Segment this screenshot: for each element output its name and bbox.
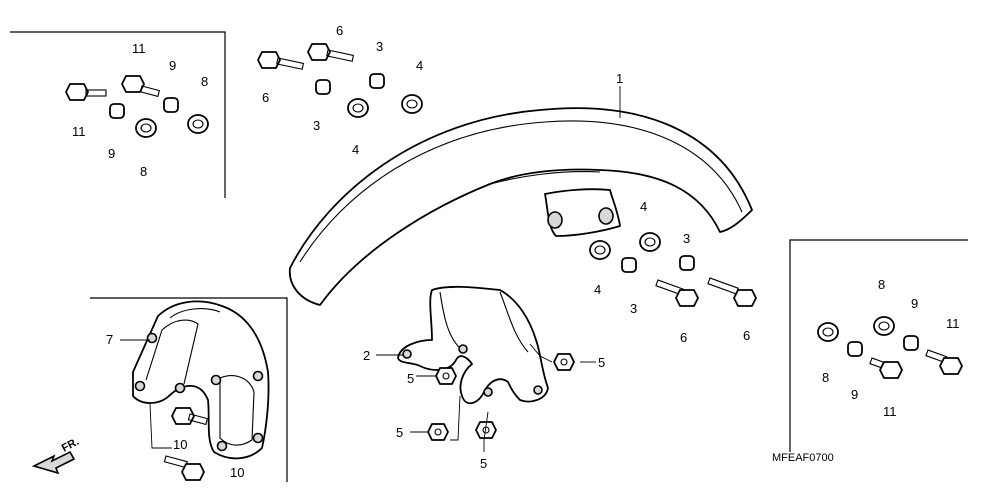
collar-part-9-inset-tl-b[interactable] bbox=[163, 97, 179, 113]
label-9: 9 bbox=[911, 296, 918, 311]
label-9: 9 bbox=[108, 146, 115, 161]
label-11: 11 bbox=[883, 404, 897, 419]
label-4: 4 bbox=[352, 142, 359, 157]
label-9: 9 bbox=[169, 58, 176, 73]
nut-part-5-a[interactable] bbox=[435, 367, 457, 385]
front-fender-part-1[interactable] bbox=[288, 107, 753, 306]
label-5: 5 bbox=[396, 425, 403, 440]
label-1: 1 bbox=[616, 71, 623, 86]
label-4: 4 bbox=[640, 199, 647, 214]
bolt-part-6-mid-a[interactable] bbox=[655, 279, 699, 307]
grommets-group bbox=[135, 94, 895, 342]
nut-part-5-b[interactable] bbox=[553, 353, 575, 371]
bolt-part-10-b[interactable] bbox=[163, 455, 205, 481]
diagram-code: MFEAF0700 bbox=[772, 452, 834, 464]
label-6: 6 bbox=[336, 23, 343, 38]
label-4: 4 bbox=[416, 58, 423, 73]
bolt-part-6-mid-b[interactable] bbox=[707, 277, 757, 307]
grommet-part-8-inset-r-a[interactable] bbox=[817, 322, 839, 342]
part-labels: 11 9 8 11 9 8 6 3 4 6 3 4 1 4 3 4 3 6 6 … bbox=[72, 23, 960, 480]
nuts-group bbox=[427, 353, 575, 441]
label-10: 10 bbox=[173, 437, 187, 452]
label-5: 5 bbox=[480, 456, 487, 471]
bolt-part-6-top-b[interactable] bbox=[307, 43, 355, 62]
bolts-group bbox=[65, 43, 963, 481]
collars-group bbox=[109, 73, 919, 357]
label-8: 8 bbox=[822, 370, 829, 385]
collar-part-3-top-a[interactable] bbox=[315, 79, 331, 95]
label-11: 11 bbox=[132, 41, 146, 56]
label-7: 7 bbox=[106, 332, 113, 347]
label-5: 5 bbox=[598, 355, 605, 370]
label-8: 8 bbox=[140, 164, 147, 179]
collar-part-9-inset-r-b[interactable] bbox=[903, 335, 919, 351]
label-5: 5 bbox=[407, 371, 414, 386]
inset-frame-top-left bbox=[10, 31, 226, 198]
bolt-part-11-inset-tl-b[interactable] bbox=[121, 75, 161, 98]
label-2: 2 bbox=[363, 348, 370, 363]
label-6: 6 bbox=[743, 328, 750, 343]
direction-label: FR. bbox=[60, 436, 81, 455]
bolt-part-10-a[interactable] bbox=[171, 407, 209, 426]
collar-part-9-inset-tl-a[interactable] bbox=[109, 103, 125, 119]
label-11: 11 bbox=[946, 316, 960, 331]
grommet-part-4-mid-b[interactable] bbox=[639, 232, 661, 252]
inset-frame-bottom-left bbox=[90, 297, 288, 482]
bolt-part-6-top-a[interactable] bbox=[257, 51, 305, 70]
grommet-part-8-inset-r-b[interactable] bbox=[873, 316, 895, 336]
label-6: 6 bbox=[262, 90, 269, 105]
fender-stay-part-2[interactable] bbox=[397, 285, 549, 405]
label-3: 3 bbox=[630, 301, 637, 316]
grommet-part-8-inset-tl-a[interactable] bbox=[135, 118, 157, 138]
label-3: 3 bbox=[313, 118, 320, 133]
collar-part-3-mid-b[interactable] bbox=[679, 255, 695, 271]
label-4: 4 bbox=[594, 282, 601, 297]
label-11: 11 bbox=[72, 124, 86, 139]
bolt-part-11-inset-r-b[interactable] bbox=[925, 349, 963, 375]
collar-part-3-top-b[interactable] bbox=[369, 73, 385, 89]
leader-lines bbox=[120, 86, 621, 452]
label-8: 8 bbox=[878, 277, 885, 292]
label-3: 3 bbox=[683, 231, 690, 246]
label-3: 3 bbox=[376, 39, 383, 54]
front-direction-arrow-icon bbox=[31, 450, 76, 475]
collar-part-3-mid-a[interactable] bbox=[621, 257, 637, 273]
collar-part-9-inset-r-a[interactable] bbox=[847, 341, 863, 357]
grommet-part-4-mid-a[interactable] bbox=[589, 240, 611, 260]
inset-frame-right bbox=[789, 239, 968, 452]
label-9: 9 bbox=[851, 387, 858, 402]
bolt-part-11-inset-tl[interactable] bbox=[65, 83, 107, 101]
label-10: 10 bbox=[230, 465, 244, 480]
grommet-part-4-top-b[interactable] bbox=[401, 94, 423, 114]
label-6: 6 bbox=[680, 330, 687, 345]
label-8: 8 bbox=[201, 74, 208, 89]
nut-part-5-d[interactable] bbox=[475, 421, 497, 439]
fender-cover-part-7[interactable] bbox=[132, 300, 270, 460]
bolt-part-11-inset-r-a[interactable] bbox=[869, 357, 903, 379]
grommet-part-8-inset-tl-b[interactable] bbox=[187, 114, 209, 134]
grommet-part-4-top-a[interactable] bbox=[347, 98, 369, 118]
nut-part-5-c[interactable] bbox=[427, 423, 449, 441]
